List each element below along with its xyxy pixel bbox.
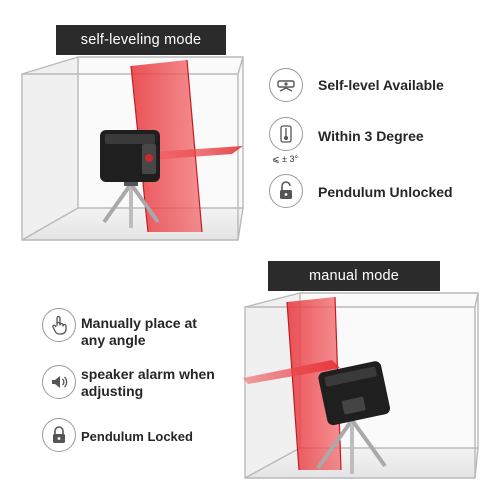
hand-pointer-icon	[42, 308, 76, 342]
feature-speaker-alarm-line2: adjusting	[81, 383, 144, 399]
self-leveling-mode-banner: self-leveling mode	[56, 25, 226, 55]
feature-manual-place-line2: any angle	[81, 332, 146, 348]
speaker-icon	[42, 365, 76, 399]
laser-horizontal-plane-tilted	[243, 360, 340, 384]
feature-pendulum-unlocked-label: Pendulum Unlocked	[318, 184, 453, 200]
locked-padlock-icon	[42, 418, 76, 452]
feature-within-degree-label: Within 3 Degree	[318, 128, 424, 144]
pendulum-icon	[269, 117, 303, 151]
feature-self-level-label: Self-level Available	[318, 77, 444, 93]
manual-mode-banner: manual mode	[268, 261, 440, 291]
tilt-range-note: ⩽ ± 3°	[272, 154, 299, 164]
laser-level-device	[100, 130, 160, 228]
feature-speaker-alarm-line1: speaker alarm when	[81, 366, 215, 382]
feature-manual-place-label: Manually place at any angle	[81, 315, 197, 349]
feature-speaker-alarm-label: speaker alarm when adjusting	[81, 366, 215, 400]
feature-manual-place-line1: Manually place at	[81, 315, 197, 331]
feature-pendulum-locked-label: Pendulum Locked	[81, 429, 193, 444]
level-icon	[269, 68, 303, 102]
unlocked-padlock-icon	[269, 174, 303, 208]
laser-level-device-tilted	[316, 361, 391, 474]
laser-horizontal-plane	[149, 146, 243, 160]
